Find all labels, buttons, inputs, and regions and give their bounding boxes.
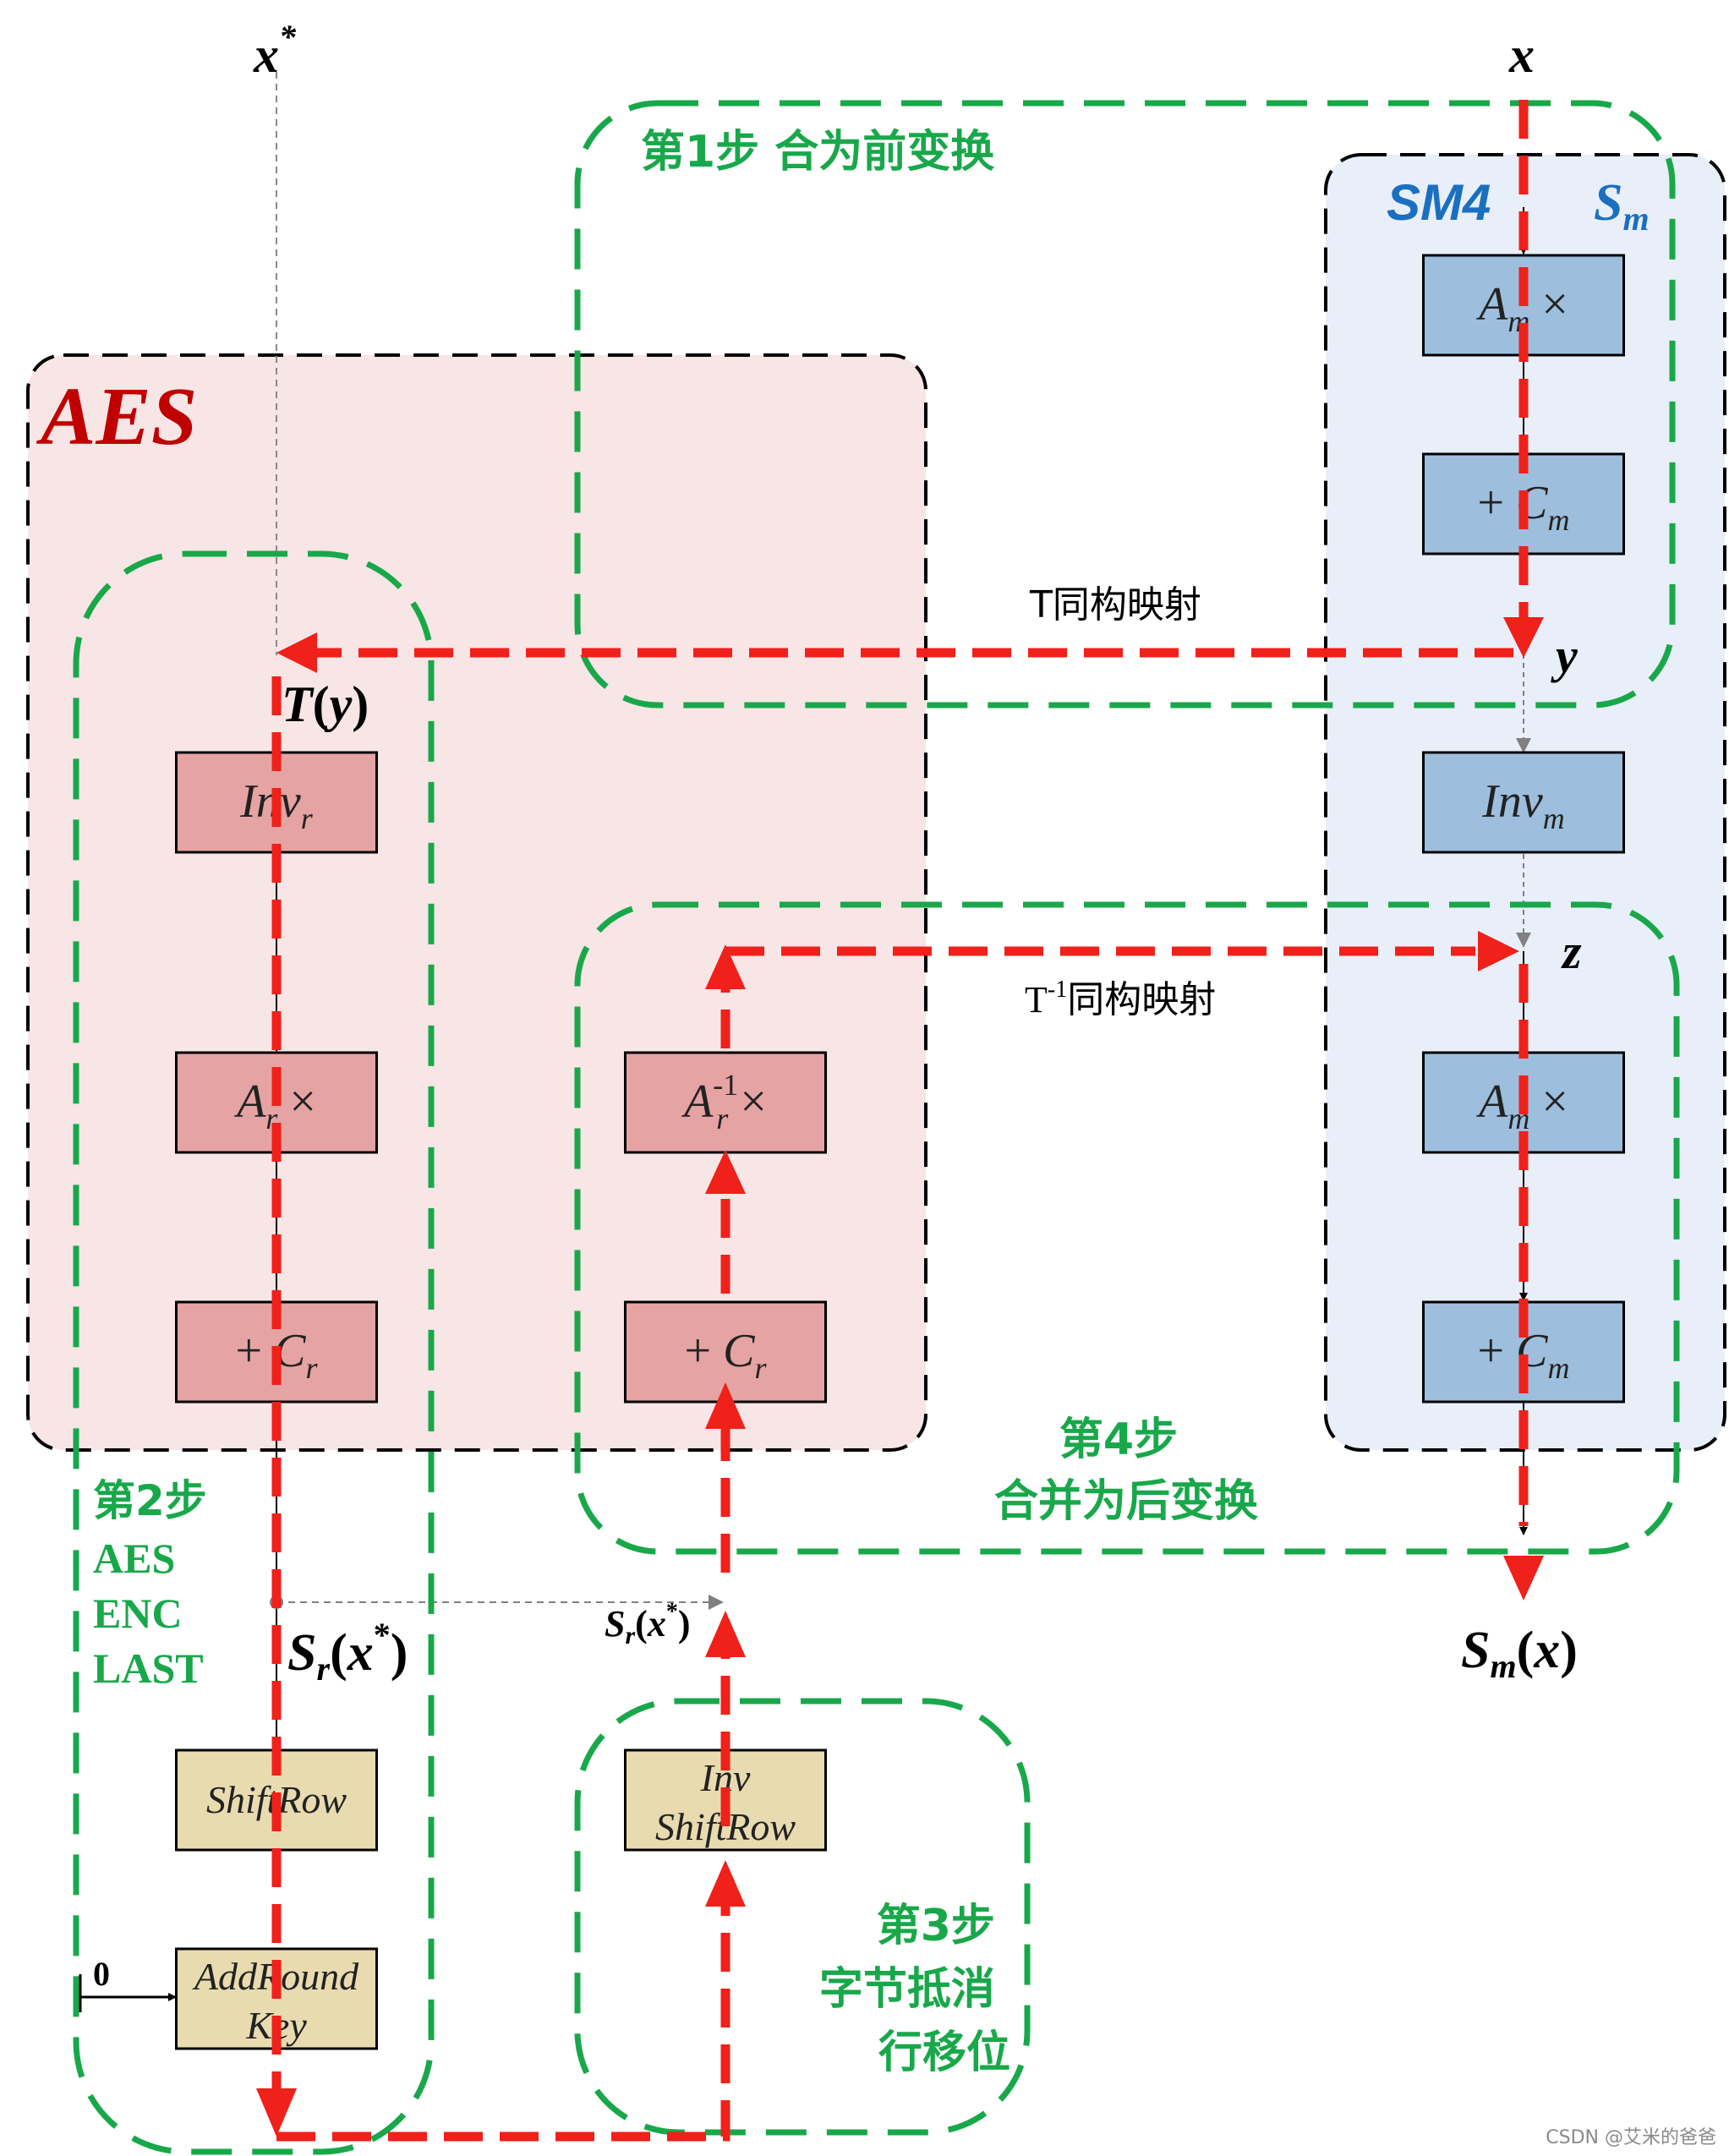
label-z: z	[1561, 924, 1582, 979]
input-x-star: x*	[253, 18, 297, 83]
red-arrow-up-3	[705, 1382, 746, 1429]
step2-line-3: ENC	[93, 1590, 183, 1637]
step4-boundary	[574, 901, 1680, 1555]
red-arrow-up-1	[705, 1860, 746, 1907]
step2-line-4: LAST	[93, 1644, 204, 1692]
step3-line-1: 第3步	[877, 1901, 995, 1951]
red-arrow-up-4	[705, 1150, 746, 1194]
aes-c-r-box-label: + Cr	[236, 1325, 319, 1385]
aes-c-r2-box-label: + Cr	[685, 1325, 768, 1385]
sm4-a-m-box-label: Am ×	[1475, 278, 1568, 338]
red-arrow-up-5	[705, 944, 746, 989]
step3-label: 第3步 字节抵消 行移位	[819, 1901, 1010, 2078]
red-arrow-z	[1478, 931, 1519, 971]
step2-label: 第2步 AES ENC LAST	[93, 1476, 217, 1692]
label-sm-out: Sm(x)	[1461, 1622, 1578, 1685]
sm4-inv-m-box: Invm	[1422, 751, 1625, 854]
step3-line-2: 字节抵消	[819, 1964, 995, 2015]
step2-boundary	[73, 550, 435, 2155]
step1-label: 第1步 合为前变换	[641, 127, 994, 178]
input-x: x	[1508, 27, 1535, 83]
aes-region	[26, 353, 927, 1452]
label-t-map: T同构映射	[1029, 583, 1201, 627]
aes-a-r-box-label: Ar ×	[233, 1075, 316, 1135]
aes-title: AES	[36, 371, 197, 462]
aes-inv-r-box-label: Invr	[239, 775, 314, 835]
red-arrow-up-2	[705, 1611, 746, 1657]
label-y: y	[1551, 628, 1578, 683]
step4-line-1: 第4步	[1059, 1415, 1178, 1465]
sm4-title: SM4	[1387, 174, 1491, 231]
watermark: CSDN @艾米的爸爸	[1546, 2127, 1716, 2148]
sm4-sm-label: Sm	[1594, 174, 1650, 238]
step2-line-2: AES	[93, 1535, 175, 1582]
label-sr-small: Sr(x*)	[605, 1599, 690, 1650]
step3-line-3: 行移位	[878, 2027, 1010, 2078]
label-zero: 0	[93, 1955, 110, 1993]
step3-boundary	[574, 1698, 1031, 2136]
label-t-y: T(y)	[282, 676, 369, 732]
red-arrow-out	[1503, 1556, 1544, 1601]
red-arrow-y	[1503, 617, 1544, 658]
step2-line-1: 第2步	[93, 1476, 207, 1525]
step4-label: 第4步 合并为后变换	[994, 1415, 1258, 1527]
red-arrow-ty	[276, 632, 317, 673]
sm4-inv-m-box-label: Invm	[1481, 775, 1565, 835]
red-path-bottom	[276, 1907, 730, 2142]
label-t-inv-map: T-1同构映射	[1025, 977, 1216, 1021]
label-sr-main: Sr(x*)	[287, 1616, 408, 1688]
step1-boundary	[574, 100, 1676, 709]
red-arrow-aes-bottom	[256, 2088, 297, 2137]
sm4-a-m2-box-label: Am ×	[1475, 1075, 1568, 1135]
step4-line-2: 合并为后变换	[994, 1476, 1258, 1527]
